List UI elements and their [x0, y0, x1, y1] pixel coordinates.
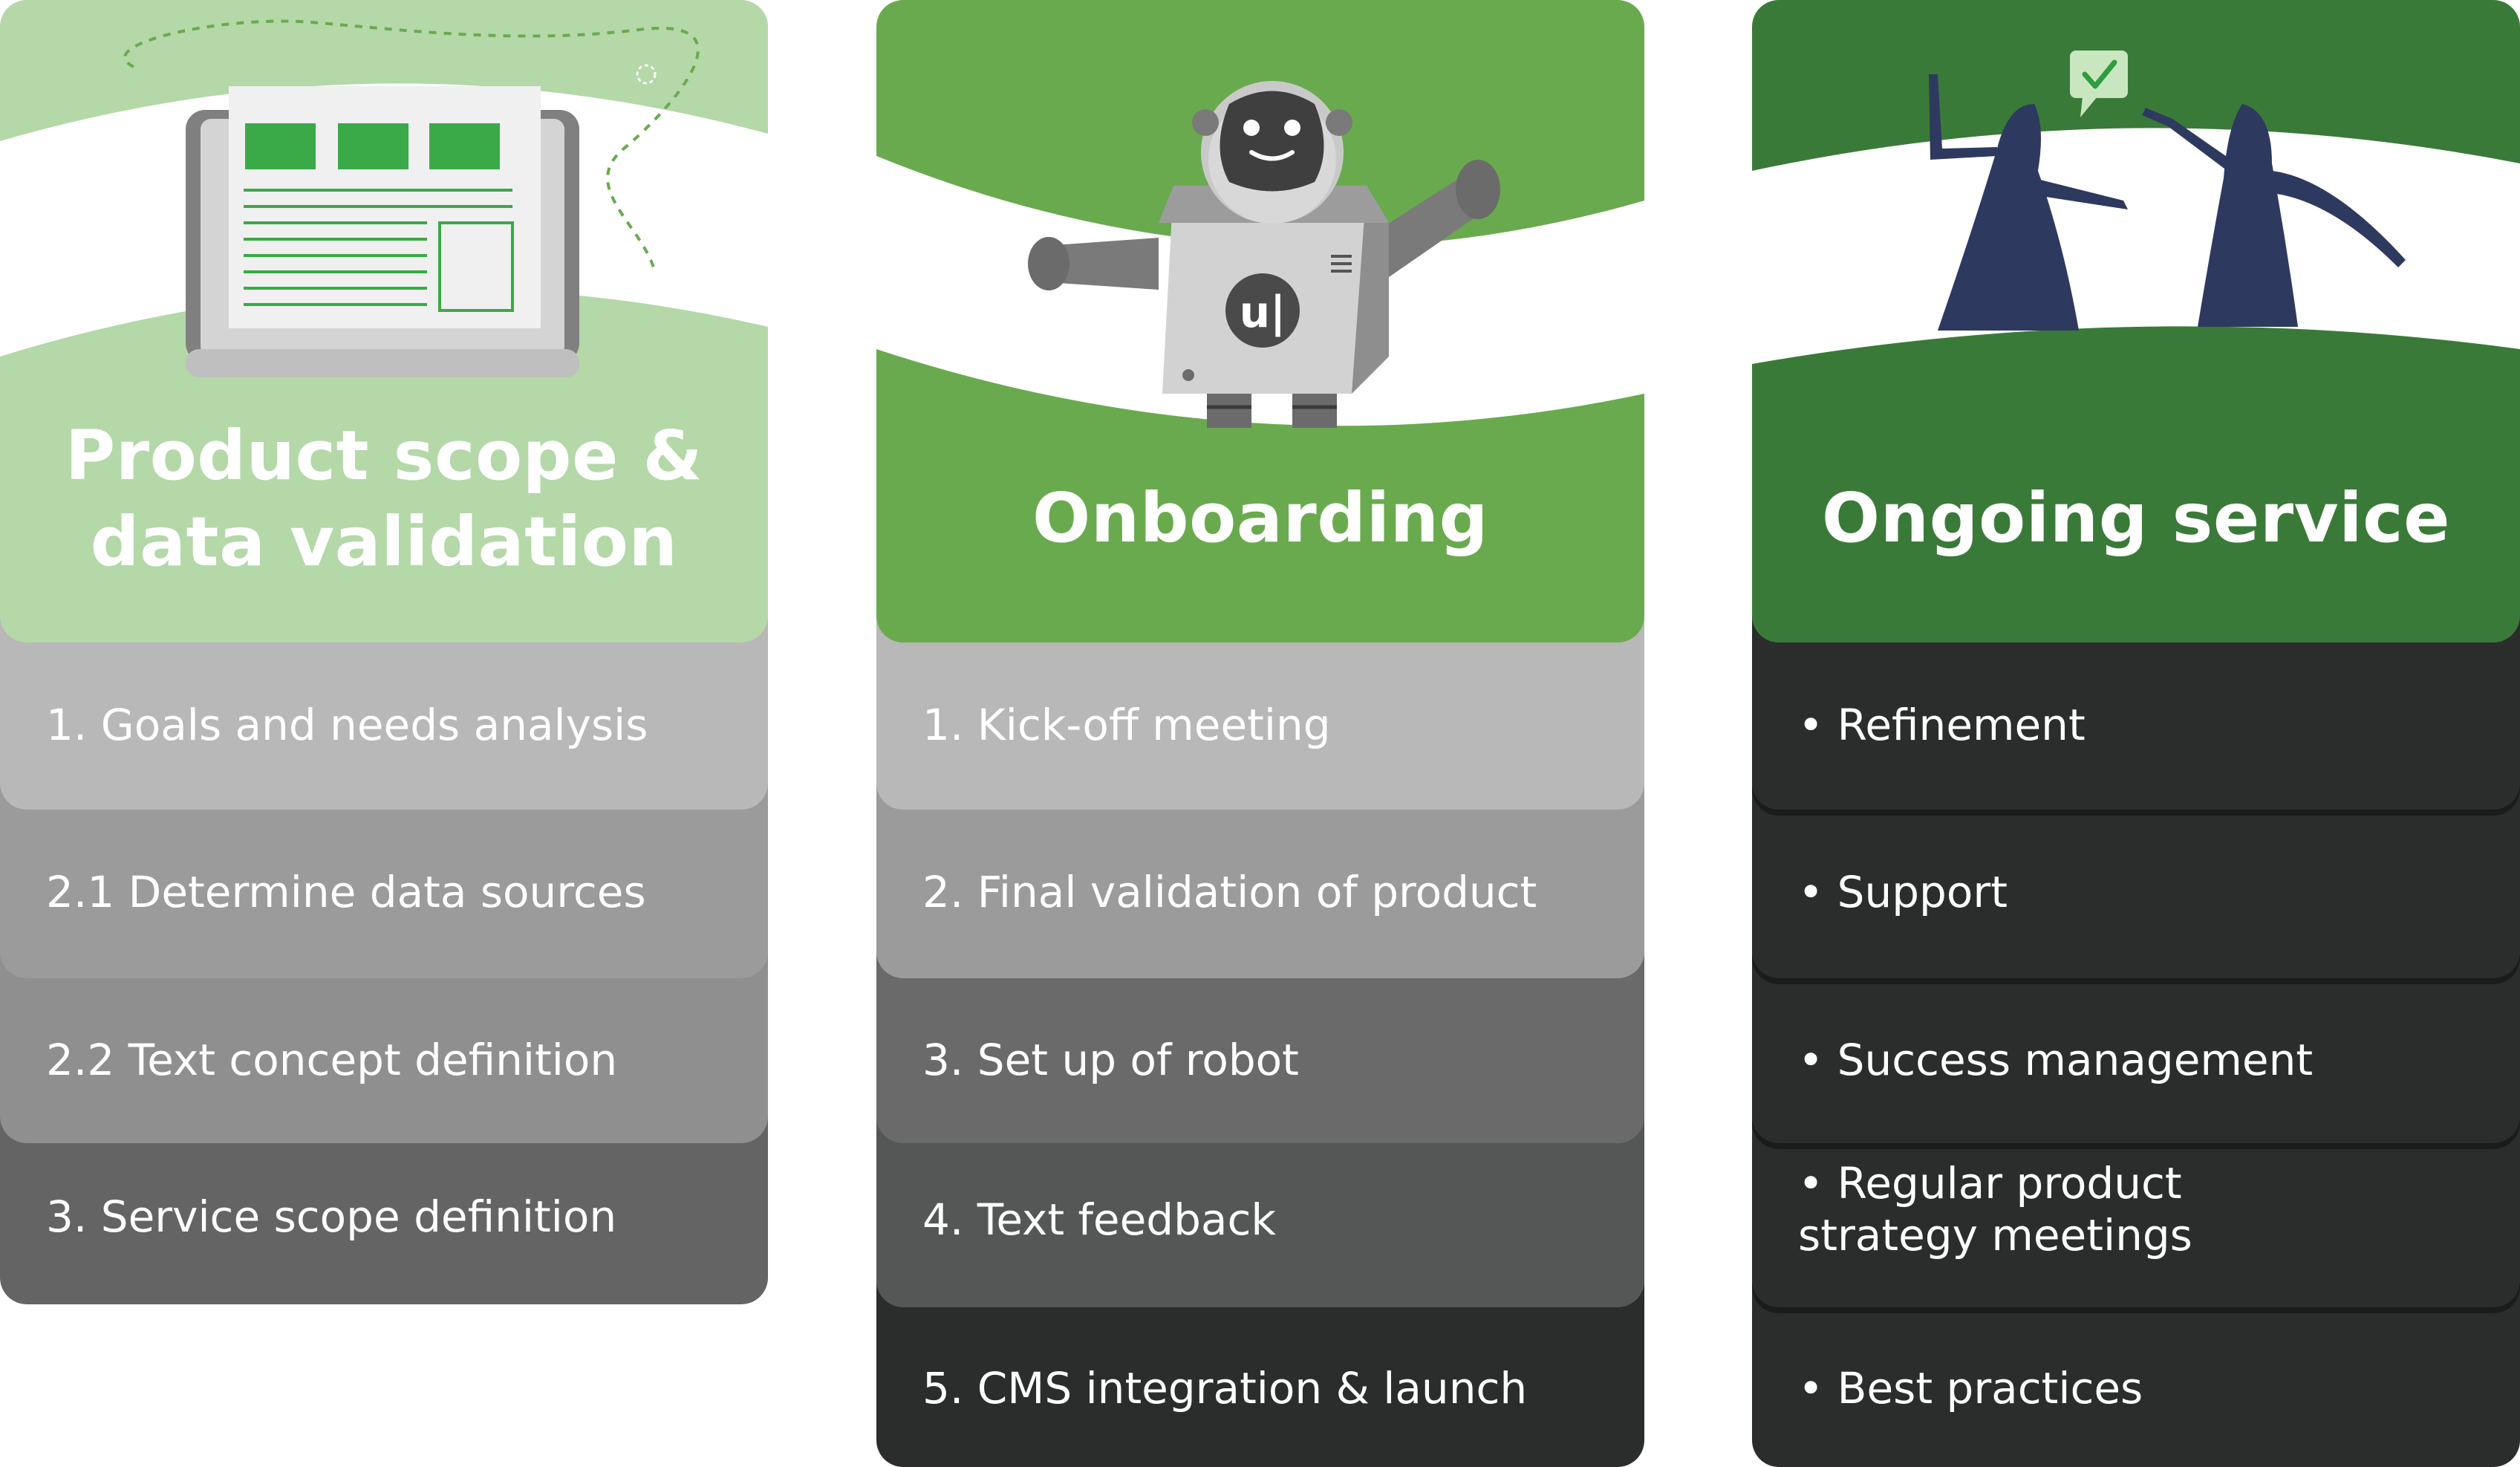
column-title: Onboarding: [1032, 478, 1488, 558]
step-item: 1. Goals and needs analysis: [0, 613, 768, 810]
header-onboarding: u| Onboarding: [876, 0, 1644, 643]
column-title: Ongoing service: [1821, 478, 2451, 558]
svg-text:u|: u|: [1240, 287, 1286, 337]
column-ongoing-service: Ongoing service • Refinement • Support •…: [1752, 0, 2520, 1467]
laptop-document-illustration: [0, 19, 768, 377]
step-item: 2. Final validation of product: [876, 780, 1644, 978]
column-product-scope: Product scope & data validation 1. Goals…: [0, 0, 768, 1304]
header-product-scope: Product scope & data validation: [0, 0, 768, 643]
step-item: • Best practices: [1752, 1278, 2520, 1467]
step-item: 4. Text feedback: [876, 1113, 1644, 1307]
step-item: • Refinement: [1752, 613, 2520, 810]
step-item: • Success management: [1752, 949, 2520, 1143]
header-ongoing-service: Ongoing service: [1752, 0, 2520, 643]
step-item: • Support: [1752, 780, 2520, 978]
column-title: Product scope & data validation: [65, 416, 703, 582]
step-item: 3. Service scope definition: [0, 1113, 768, 1304]
step-item: 1. Kick-off meeting: [876, 613, 1644, 810]
step-item: 5. CMS integration & launch: [876, 1278, 1644, 1467]
robot-mascot-illustration: u|: [876, 81, 1644, 428]
step-item: 2.2 Text concept definition: [0, 949, 768, 1143]
column-onboarding: u| Onboarding 1. Kick-off meeting 2. Fin…: [876, 0, 1644, 1467]
step-item: 2.1 Determine data sources: [0, 780, 768, 978]
step-item: 3. Set up of robot: [876, 949, 1644, 1143]
people-high-five-illustration: [1752, 51, 2520, 364]
